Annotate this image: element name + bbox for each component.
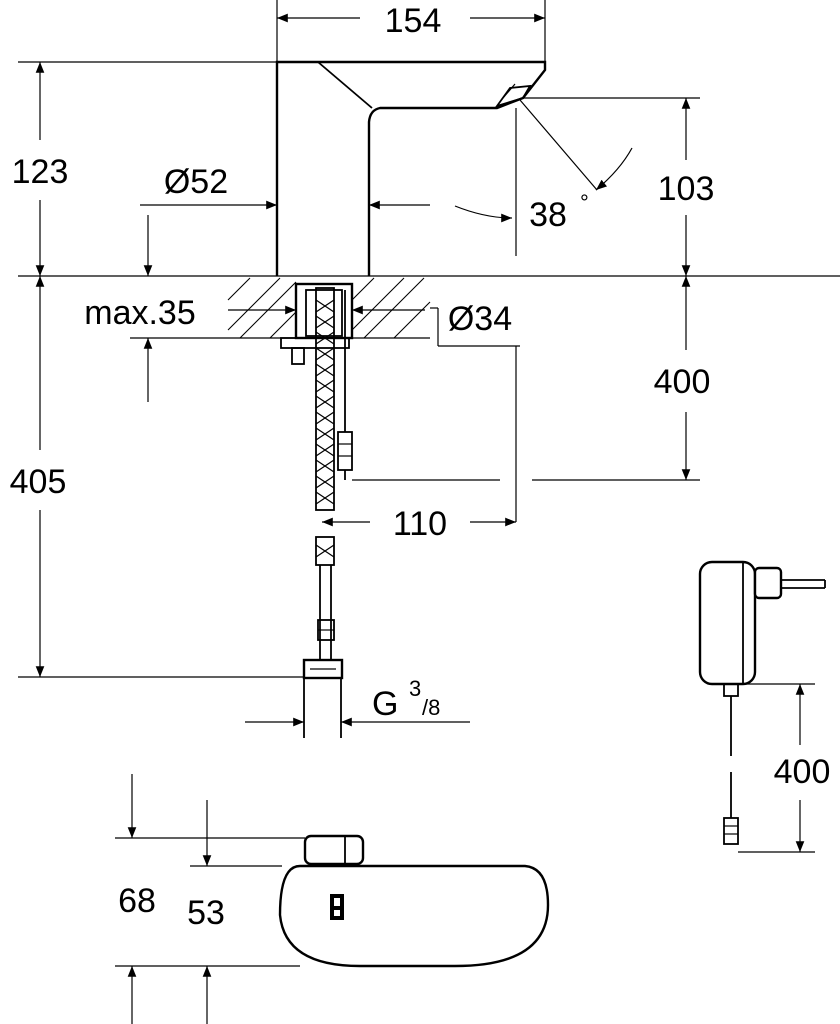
- max-deck-thickness-label: max.35: [84, 294, 196, 332]
- top-view-height-inner-label: 53: [187, 894, 225, 932]
- faucet-top-view: [115, 774, 550, 1024]
- overall-below-deck-label: 405: [10, 463, 67, 501]
- degree-symbol: °: [580, 190, 589, 215]
- faucet-body: [275, 60, 547, 276]
- hole-diameter-label: Ø34: [448, 300, 512, 338]
- faucet-height-label: 123: [12, 153, 69, 191]
- spout-angle-label: 38: [529, 196, 567, 234]
- hose-length-label: 400: [654, 363, 711, 401]
- dimension-lines: [18, 0, 700, 727]
- power-adapter: [698, 560, 826, 853]
- spout-length-label: 154: [385, 2, 442, 40]
- faucet-side-view: [275, 60, 598, 276]
- thread-prefix-label: G: [372, 685, 398, 723]
- thread-denominator-label: /8: [422, 695, 440, 720]
- body-diameter-label: Ø52: [164, 163, 228, 201]
- top-view-height-outer-label: 68: [118, 882, 156, 920]
- cable-offset-label: 110: [393, 505, 447, 543]
- spout-height-label: 103: [658, 170, 715, 208]
- thread-numerator-label: 3: [409, 676, 421, 701]
- sensor-window: [494, 84, 532, 108]
- adapter-cable-length-label: 400: [774, 753, 831, 791]
- mounting-hardware: [280, 282, 354, 738]
